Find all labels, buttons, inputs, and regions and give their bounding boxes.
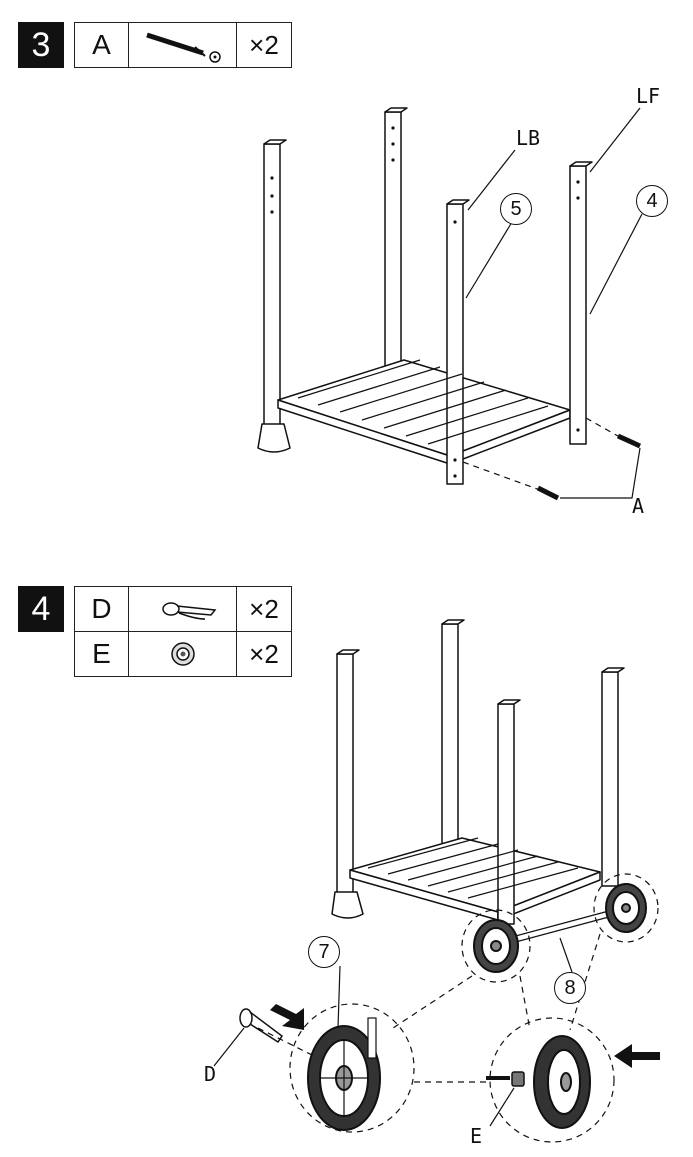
label-lf: LF [636, 84, 661, 108]
arrow-right-icon [614, 1044, 660, 1068]
part-letter: E [74, 631, 129, 677]
callout-5-number: 5 [510, 197, 522, 220]
callout-7: 7 [308, 936, 340, 968]
step-3-number: 3 [31, 25, 51, 64]
bottom-shelf [349, 837, 601, 913]
parts-row-a: A ×2 [74, 22, 292, 68]
part-letter: D [74, 586, 129, 632]
callout-8: 8 [554, 972, 586, 1004]
step-4-badge: 4 [18, 586, 64, 632]
bolt-a-lower [536, 485, 560, 501]
leg-left-back [336, 653, 354, 895]
leg-foot [331, 891, 364, 919]
step-3-frame-drawing [257, 107, 643, 501]
leg-front-right [601, 671, 619, 887]
label-a: A [632, 494, 645, 518]
part-qty: ×2 [236, 631, 292, 677]
step-4-parts-table: D ×2 E ×2 [74, 586, 292, 677]
callout-4-number: 4 [646, 189, 658, 212]
hitch-pin-d [239, 1008, 284, 1044]
callout-7-number: 7 [318, 940, 330, 963]
label-d: D [204, 1062, 217, 1086]
step-3-parts-table: A ×2 [74, 22, 292, 68]
detail-wheel-7 [307, 1025, 381, 1131]
callout-8-number: 8 [564, 976, 576, 999]
step-4-number: 4 [31, 589, 51, 628]
hitch-pin-icon [161, 602, 216, 620]
detail-wheel-right [533, 1035, 591, 1129]
part-qty: ×2 [236, 22, 292, 68]
leg-front-left [497, 703, 515, 925]
callout-4: 4 [636, 185, 668, 217]
bushing-icon [170, 642, 195, 666]
bushing-e [486, 1071, 525, 1087]
cart-wheel-rear [605, 883, 647, 933]
parts-row-e: E ×2 [74, 631, 292, 677]
bolt-a-upper [616, 433, 642, 449]
label-e: E [470, 1124, 483, 1148]
label-lb: LB [516, 126, 541, 150]
part-icon-cell [128, 631, 237, 677]
leg-foot [257, 423, 291, 453]
leg-rear-tall [441, 623, 459, 855]
callout-5: 5 [500, 193, 532, 225]
step-3-badge: 3 [18, 22, 64, 68]
bolt-washer-icon [145, 32, 221, 63]
cart-wheel-front [473, 919, 519, 973]
arrow-left-icon [270, 1004, 304, 1030]
part-qty: ×2 [236, 586, 292, 632]
